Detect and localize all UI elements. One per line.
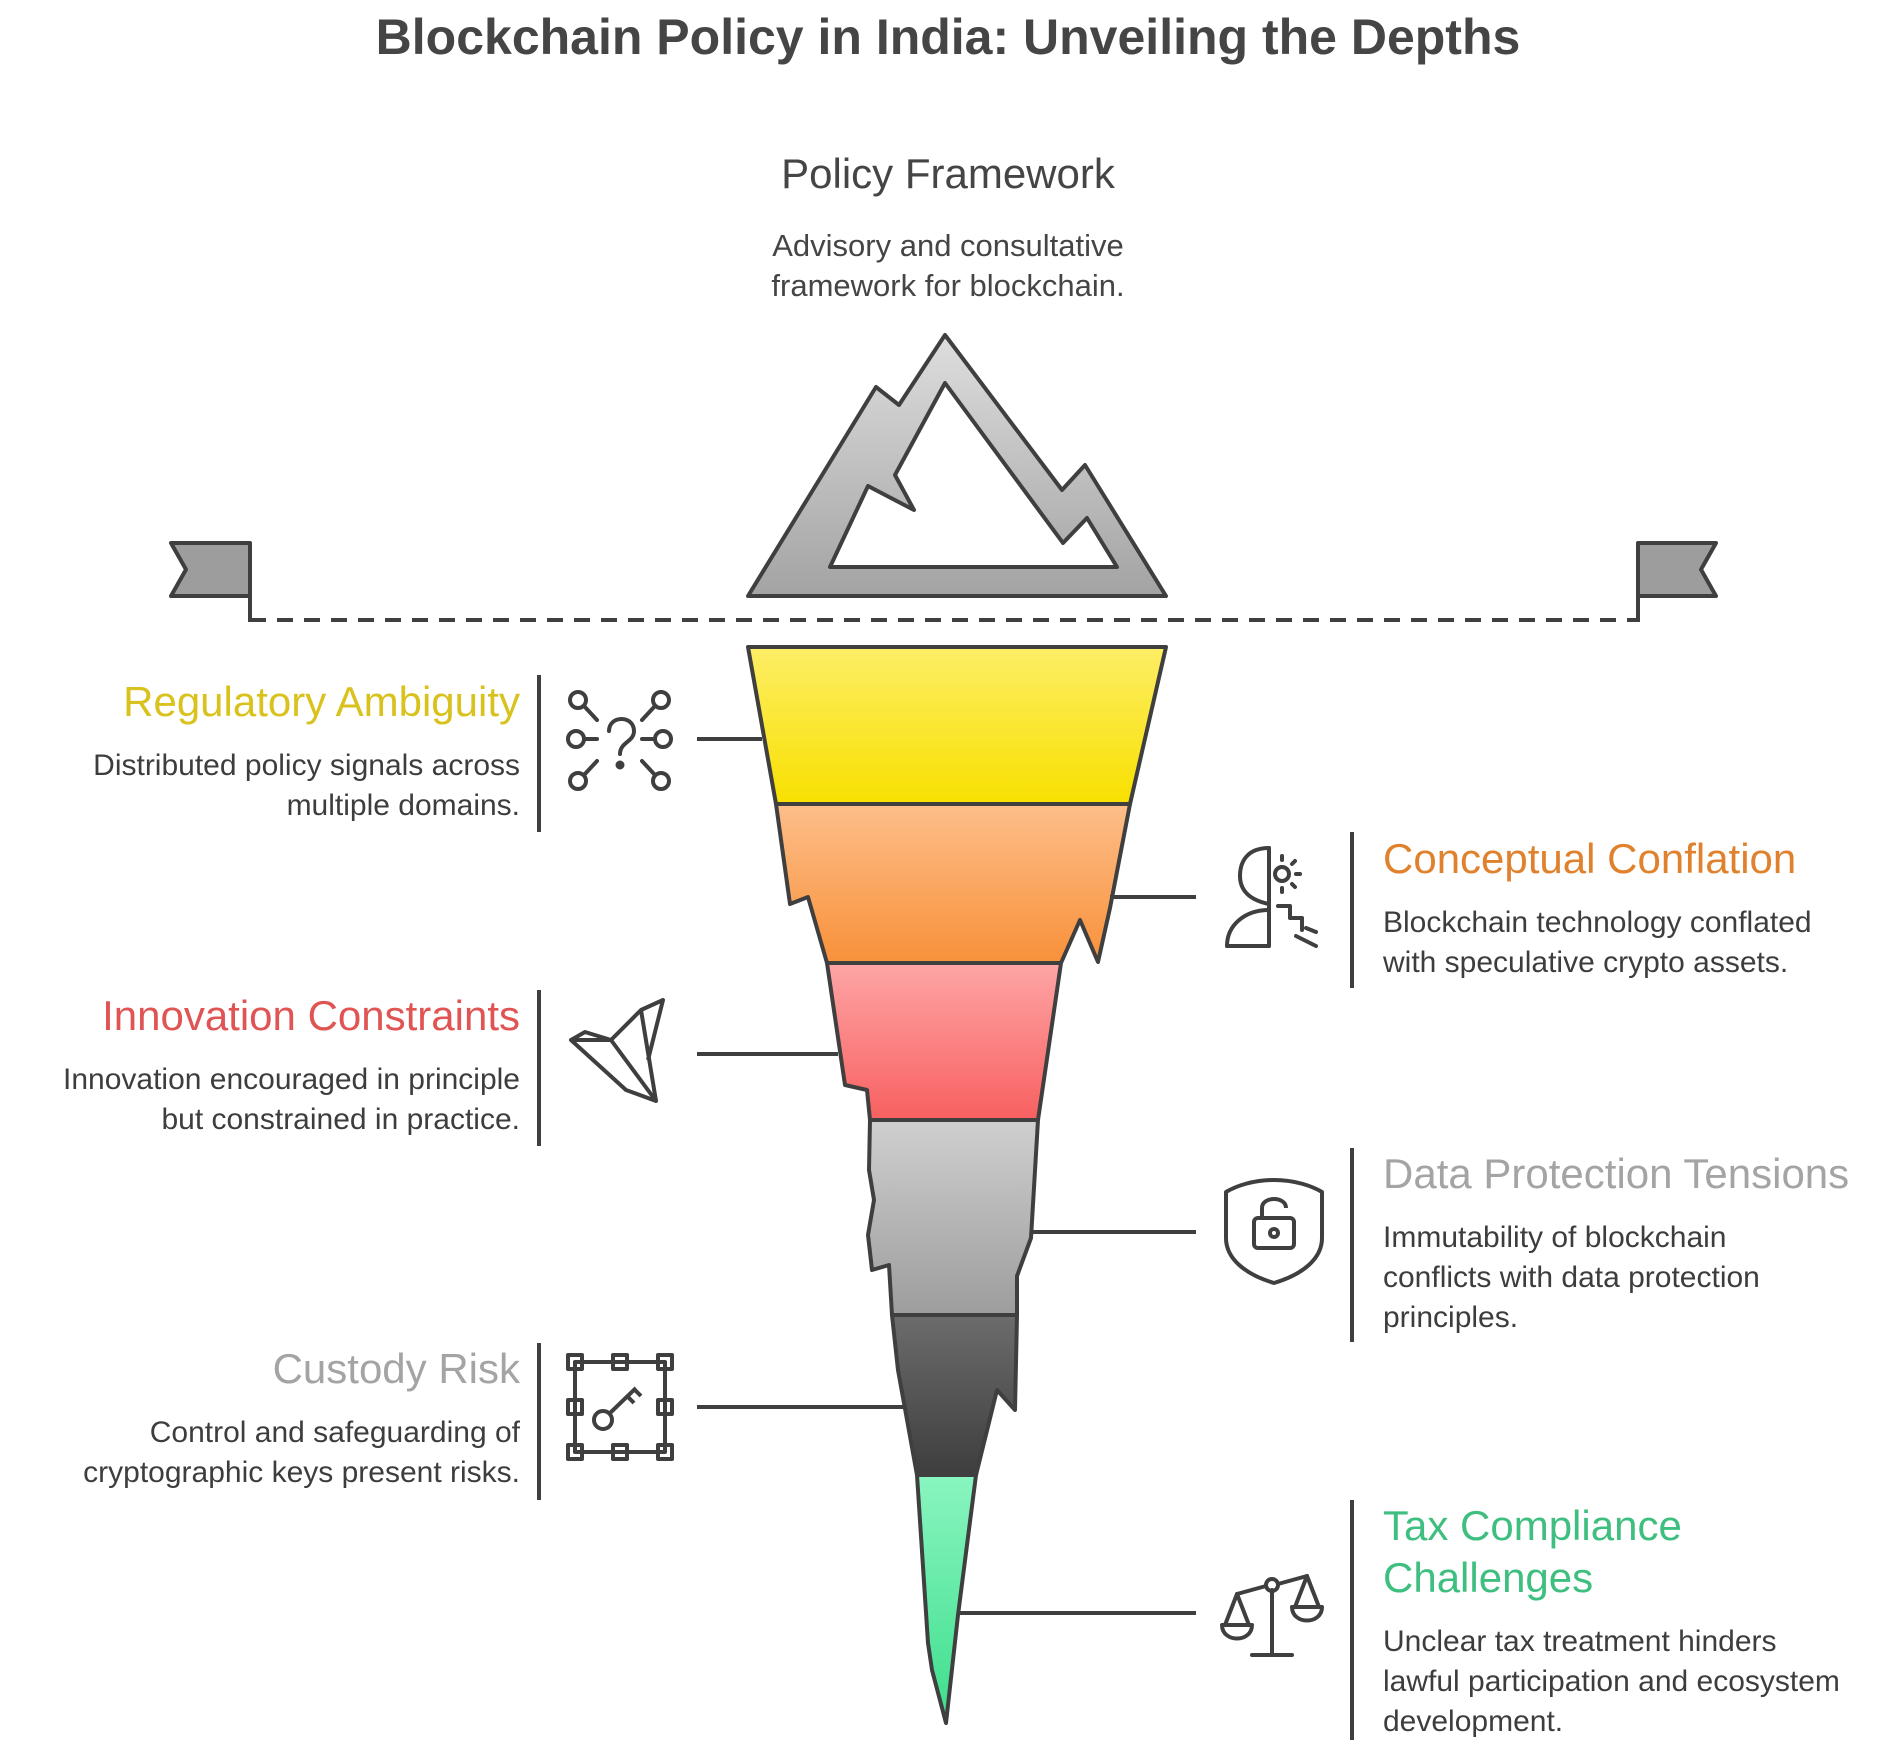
layer-title: Tax Compliance Challenges — [1383, 1502, 1682, 1601]
layer-description: Control and safeguarding of cryptographi… — [83, 1416, 520, 1489]
head-gears-icon — [1225, 846, 1318, 948]
iceberg-layers — [746, 645, 1168, 1725]
layer-description: Innovation encouraged in principle but c… — [63, 1063, 520, 1136]
layer-1-shape — [774, 802, 1132, 965]
iceberg-tip — [746, 333, 1168, 598]
layer-description: Immutability of blockchain conflicts wit… — [1383, 1221, 1760, 1334]
layer-title: Regulatory Ambiguity — [123, 678, 520, 725]
layer-label-regulatory-ambiguity: Regulatory Ambiguity Distributed policy … — [0, 676, 520, 826]
layer-description: Unclear tax treatment hinders lawful par… — [1383, 1625, 1840, 1738]
layer-label-conceptual-conflation: Conceptual Conflation Blockchain technol… — [1383, 833, 1896, 983]
layer-title: Custody Risk — [272, 1345, 520, 1392]
layer-label-tax-compliance-challenges: Tax Compliance Challenges Unclear tax tr… — [1383, 1500, 1896, 1742]
connectors — [537, 675, 1354, 1740]
layer-2-shape — [825, 961, 1063, 1122]
left-flag-icon — [169, 541, 252, 598]
layer-label-data-protection-tensions: Data Protection Tensions Immutability of… — [1383, 1148, 1896, 1338]
layer-0-shape — [746, 645, 1168, 806]
waterline — [169, 541, 1718, 622]
network-question-icon — [566, 690, 673, 791]
layer-5-shape — [915, 1473, 978, 1725]
layer-description: Blockchain technology conflated with spe… — [1383, 906, 1812, 979]
layer-title: Conceptual Conflation — [1383, 835, 1797, 882]
layer-label-custody-risk: Custody Risk Control and safeguarding of… — [0, 1343, 520, 1493]
shield-lock-icon — [1224, 1178, 1324, 1285]
scales-icon — [1220, 1574, 1324, 1657]
layer-title: Innovation Constraints — [102, 992, 520, 1039]
apex-description: Advisory and consultative framework for … — [771, 228, 1125, 303]
layer-description: Distributed policy signals across multip… — [93, 749, 520, 822]
right-flag-icon — [1636, 541, 1718, 598]
layer-3-shape — [866, 1118, 1040, 1317]
key-chip-icon — [566, 1353, 674, 1461]
diagram-title: Blockchain Policy in India: Unveiling th… — [375, 9, 1521, 65]
apex-title: Policy Framework — [781, 150, 1115, 197]
layer-4-shape — [890, 1313, 1019, 1477]
layer-label-innovation-constraints: Innovation Constraints Innovation encour… — [0, 990, 520, 1140]
origami-bird-icon — [569, 998, 665, 1103]
layer-title: Data Protection Tensions — [1383, 1150, 1850, 1197]
